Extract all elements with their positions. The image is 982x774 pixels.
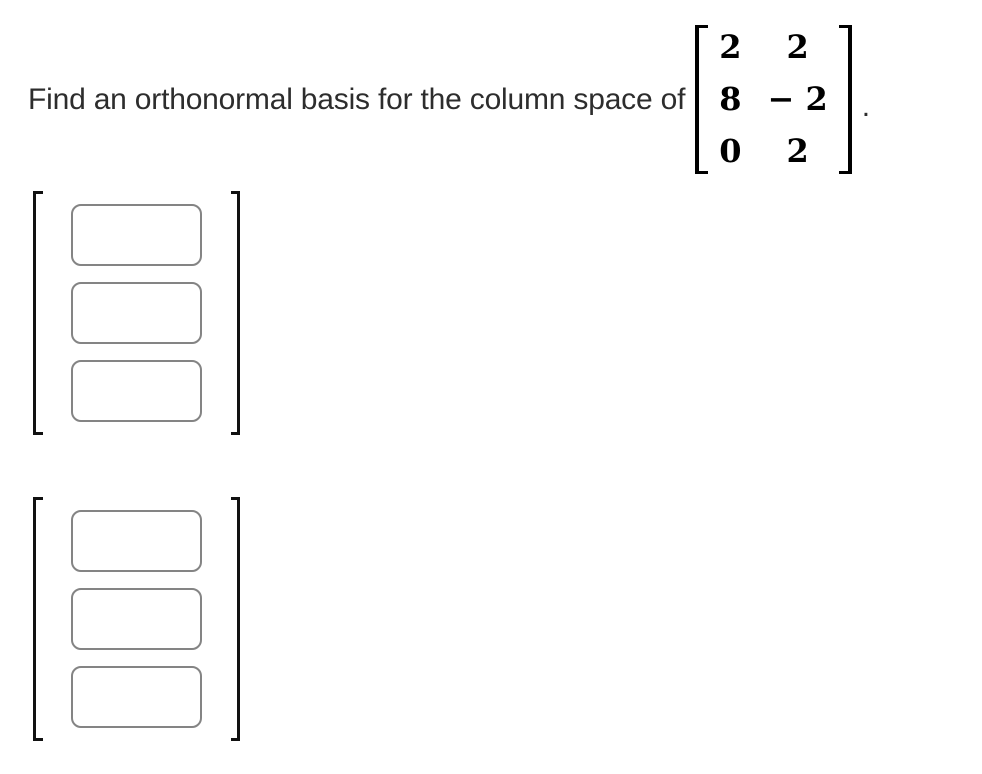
vector2-entry2-input[interactable]: [70, 588, 202, 651]
matrix-cell-r1c2: 2: [786, 28, 809, 66]
coefficient-matrix: 2 2 8 − 2 0 2: [695, 25, 852, 175]
answer-vector-1: [33, 191, 240, 436]
answer-vector-2: [33, 497, 240, 742]
question-text: Find an orthonormal basis for the column…: [28, 82, 686, 116]
matrix-cell-r2c2: − 2: [767, 79, 828, 118]
vector1-entry3-input[interactable]: [70, 360, 202, 423]
matrix-cell-r3c2: 2: [786, 131, 809, 170]
matrix-left-bracket: [695, 25, 709, 175]
vector2-cells: [70, 497, 202, 741]
sentence-period: .: [861, 89, 871, 123]
matrix-cell-r2c1: 8: [719, 79, 742, 118]
vector2-right-bracket: [230, 497, 240, 742]
vector1-left-bracket: [33, 191, 43, 436]
vector1-right-bracket: [230, 191, 240, 436]
matrix-cell-r3c1: 0: [719, 131, 742, 170]
vector1-cells: [70, 191, 202, 435]
vector2-entry3-input[interactable]: [70, 666, 202, 729]
vector1-entry1-input[interactable]: [70, 204, 202, 267]
question-row: Find an orthonormal basis for the column…: [28, 25, 982, 175]
matrix-cells: 2 2 8 − 2 0 2: [708, 25, 838, 174]
vector1-entry2-input[interactable]: [70, 282, 202, 345]
matrix-cell-r1c1: 2: [719, 28, 742, 66]
vector2-left-bracket: [33, 497, 43, 742]
matrix-right-bracket: [838, 25, 852, 175]
vector2-entry1-input[interactable]: [70, 510, 202, 573]
